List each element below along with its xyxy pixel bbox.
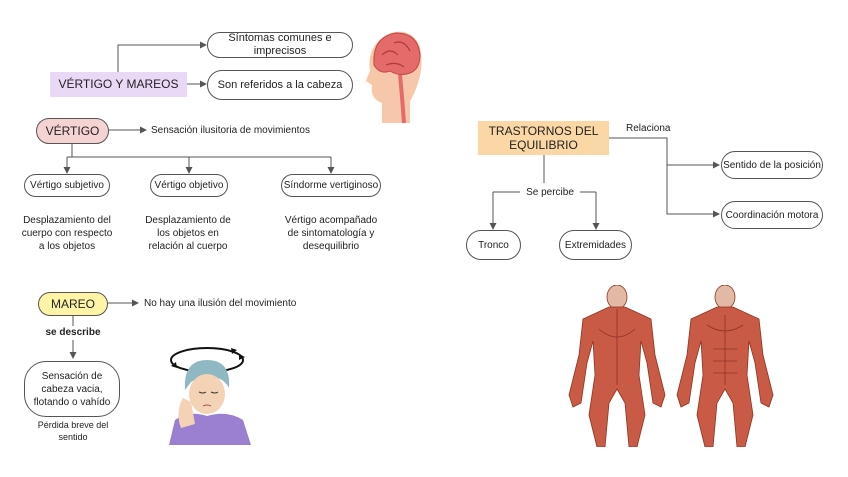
vertigo-objetivo-node: Vértigo objetivo xyxy=(150,174,228,197)
extremidades-node: Extremidades xyxy=(559,230,632,260)
mareo-definition: No hay una ilusión del movimiento xyxy=(144,298,297,309)
coordinacion-motora-label: Coordinación motora xyxy=(725,209,819,221)
mareo-node: MAREO xyxy=(38,292,108,316)
coordinacion-motora-node: Coordinación motora xyxy=(721,201,823,229)
vertigo-mareos-title: VÉRTIGO Y MAREOS xyxy=(58,77,179,91)
vertigo-subjetivo-desc: Desplazamiento del cuerpo con respecto a… xyxy=(21,215,113,252)
branch-cabeza-label: Son referidos a la cabeza xyxy=(217,78,343,91)
trastornos-title: TRASTORNOS DEL EQUILIBRIO xyxy=(488,124,599,152)
tronco-label: Tronco xyxy=(478,239,509,251)
vertigo-objetivo-label: Vértigo objetivo xyxy=(154,180,224,191)
mareo-description-node: Sensación de cabeza vacia, flotando o va… xyxy=(24,361,120,417)
mareo-connector: se describe xyxy=(45,327,101,338)
vertigo-objetivo-desc: Desplazamiento de los objetos en relació… xyxy=(145,215,231,252)
sentido-posicion-node: Sentido de la posición xyxy=(721,151,823,179)
mareo-description: Sensación de cabeza vacia, flotando o va… xyxy=(33,370,111,408)
vertigo-label: VÉRTIGO xyxy=(45,123,100,138)
vertigo-subjetivo-node: Vértigo subjetivo xyxy=(24,174,110,197)
sindrome-vertiginoso-desc: Vértigo acompañado de sintomatología y d… xyxy=(284,215,378,252)
vertigo-node: VÉRTIGO xyxy=(36,118,109,144)
relaciona-label: Relaciona xyxy=(626,123,671,134)
sindrome-vertiginoso-node: Síndorme vertiginoso xyxy=(281,174,381,197)
vertigo-mareos-node: VÉRTIGO Y MAREOS xyxy=(50,72,187,97)
tronco-node: Tronco xyxy=(466,230,521,260)
head-brain-illustration xyxy=(366,31,422,124)
sentido-posicion-label: Sentido de la posición xyxy=(723,159,821,171)
vertigo-definition: Sensación ilusitoria de movimientos xyxy=(151,125,310,136)
branch-sintomas-label: Síntomas comunes e imprecisos xyxy=(228,32,332,57)
dizzy-woman-illustration xyxy=(169,347,251,445)
vertigo-subjetivo-label: Vértigo subjetivo xyxy=(30,180,104,191)
sindrome-vertiginoso-label: Síndorme vertiginoso xyxy=(283,180,379,191)
branch-sintomas: Síntomas comunes e imprecisos xyxy=(207,32,353,58)
se-percibe-label: Se percibe xyxy=(520,186,580,199)
branch-cabeza: Son referidos a la cabeza xyxy=(207,70,353,100)
mareo-label: MAREO xyxy=(50,296,95,311)
extremidades-label: Extremidades xyxy=(564,239,627,251)
mareo-note: Pérdida breve del sentido xyxy=(37,420,109,442)
human-muscles-illustration xyxy=(568,285,774,447)
trastornos-node: TRASTORNOS DEL EQUILIBRIO xyxy=(478,121,609,155)
